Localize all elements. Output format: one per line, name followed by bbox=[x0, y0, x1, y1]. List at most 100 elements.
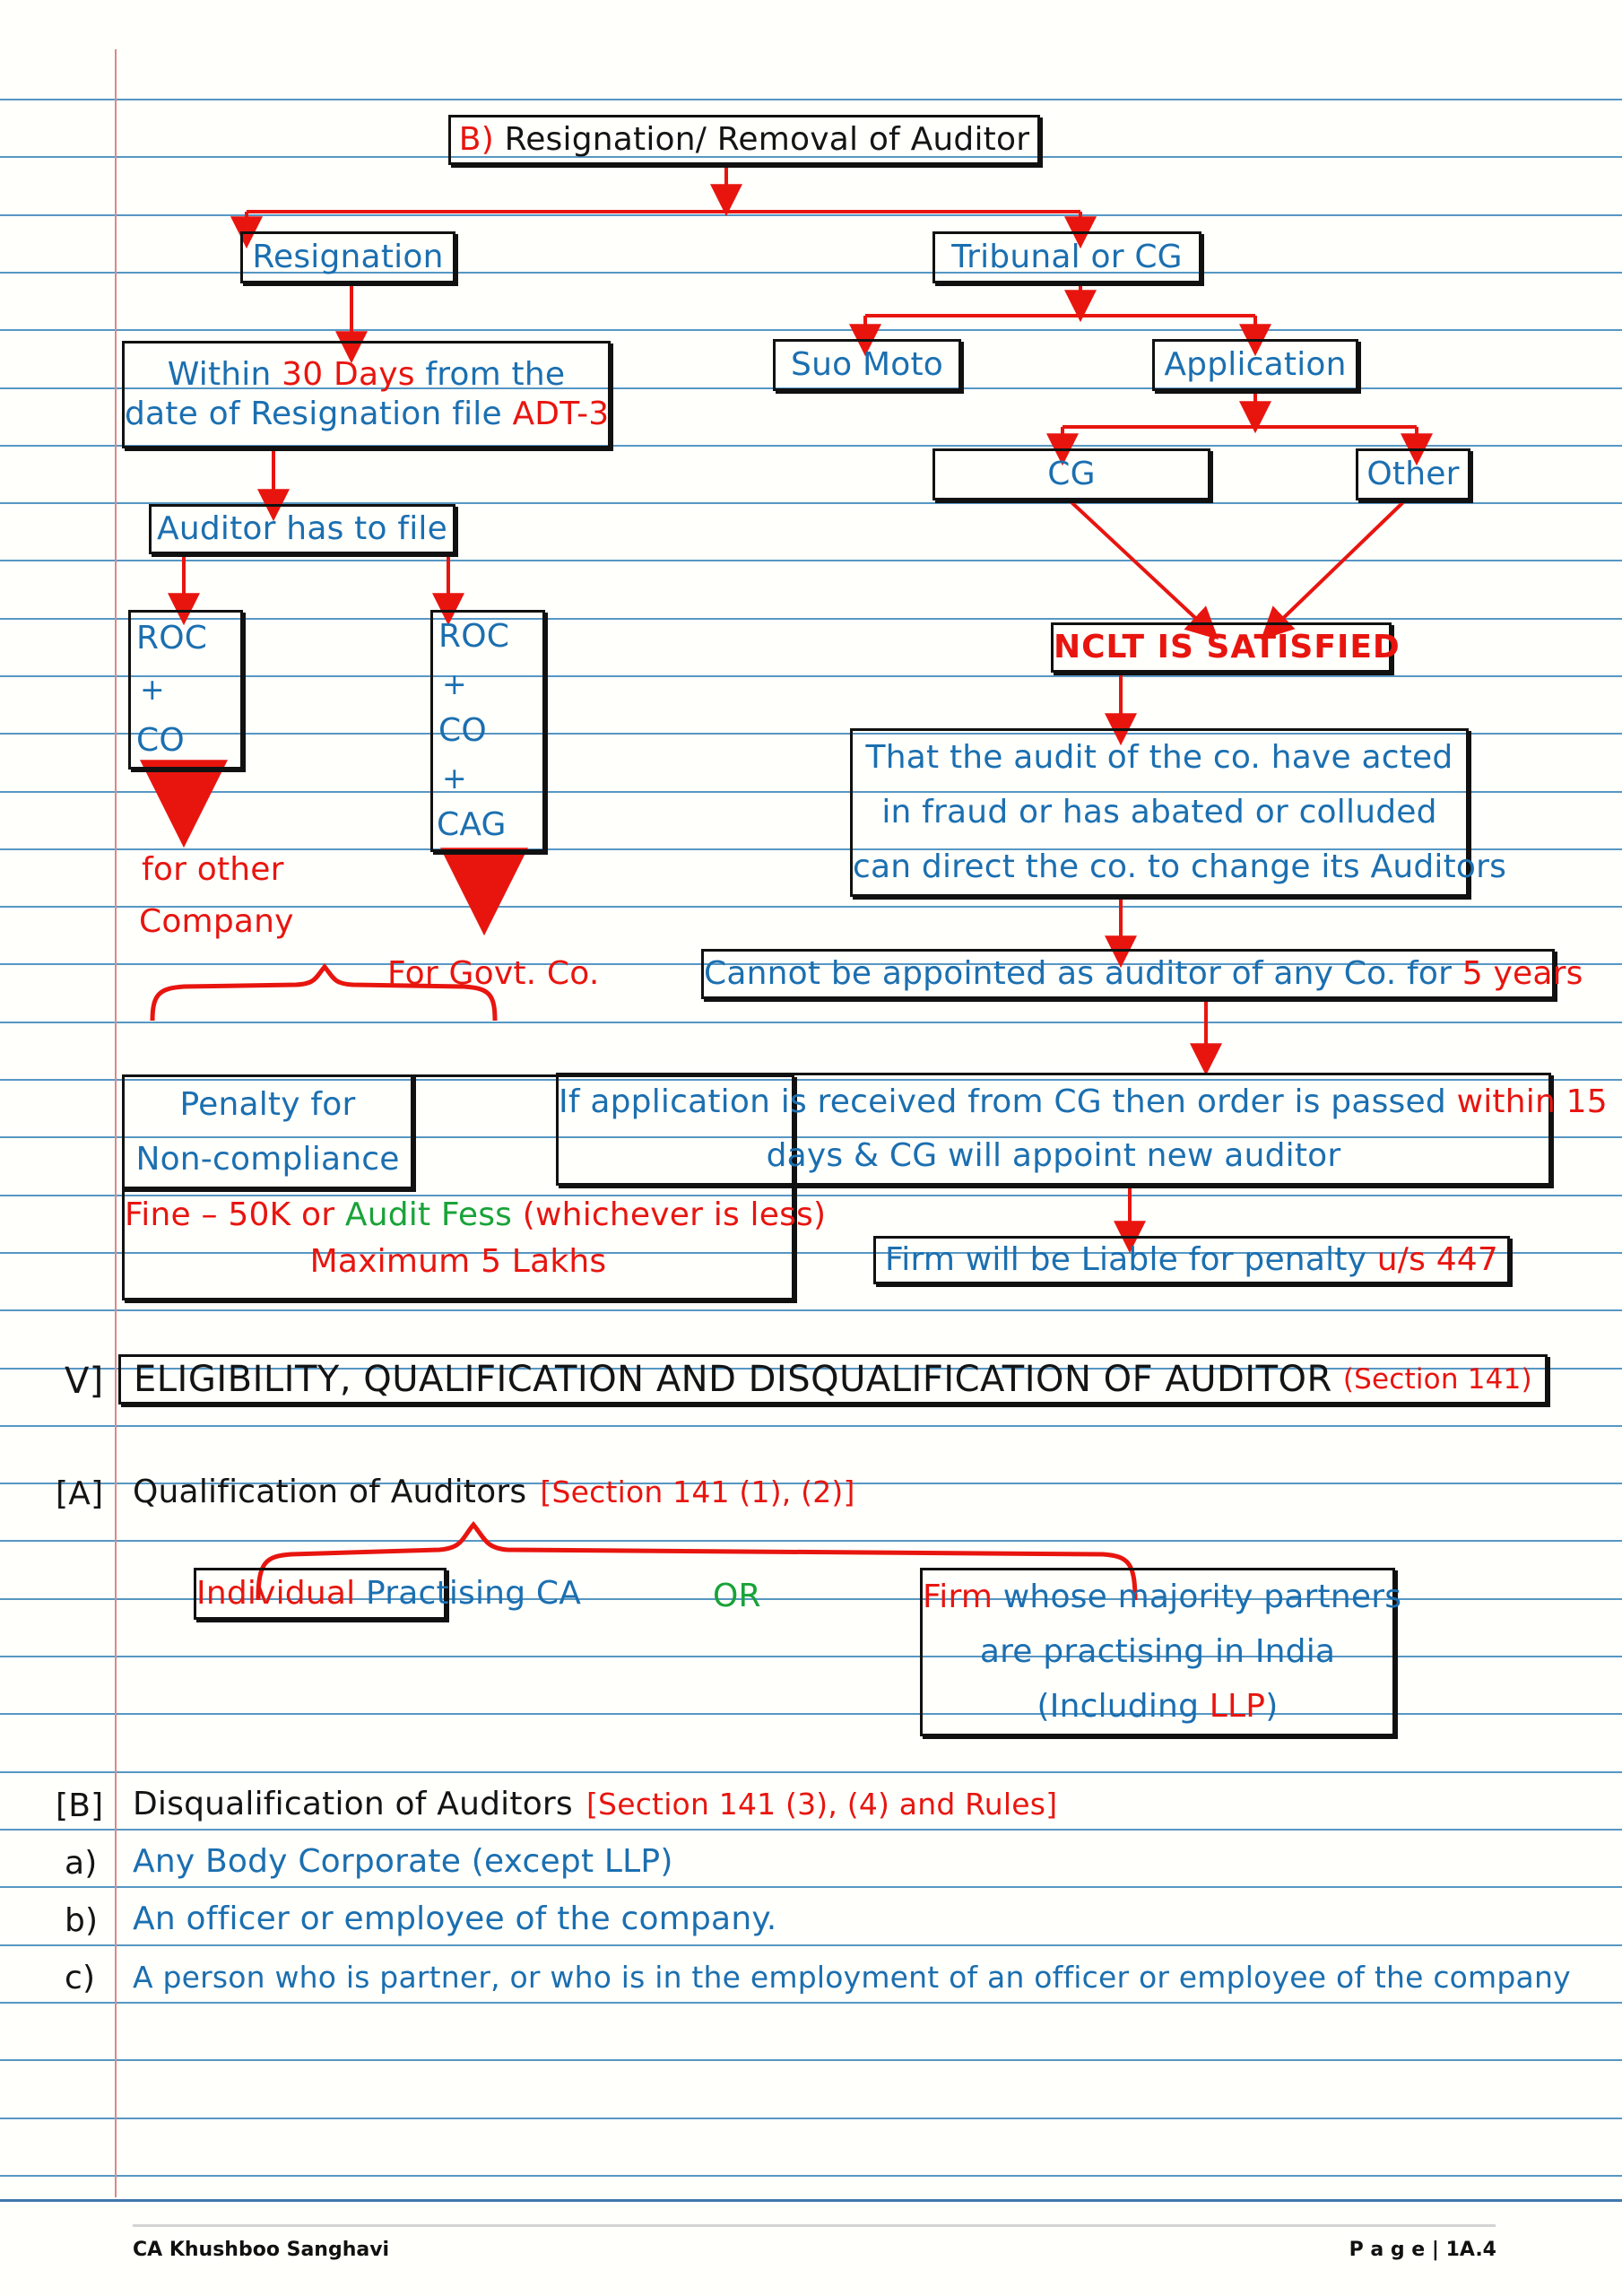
flow-node-tribunal-or-cg: Tribunal or CG bbox=[932, 231, 1201, 283]
section-b-reference: [Section 141 (3), (4) and Rules] bbox=[585, 1787, 1058, 1822]
rule-line bbox=[0, 2175, 1622, 2177]
flow-node-firm-liable: Firm will be Liable for penalty u/s 447 bbox=[873, 1236, 1510, 1284]
qualification-conjunction-or: OR bbox=[713, 1578, 761, 1614]
rule-line bbox=[0, 1425, 1622, 1427]
for-other-company-line2: Company bbox=[139, 903, 294, 940]
flow-node-within-30-days: Within 30 Days from the date of Resignat… bbox=[122, 341, 611, 448]
firm-liable-a: Firm will be Liable for penalty bbox=[884, 1241, 1377, 1278]
within30-l1a: Within bbox=[167, 356, 282, 393]
firm-line-2: are practising in India bbox=[979, 1632, 1336, 1670]
fine-part-b: Audit Fess bbox=[344, 1196, 513, 1233]
section-a-heading: Qualification of Auditors bbox=[133, 1474, 527, 1510]
section-b-item-marker: a) bbox=[65, 1845, 98, 1882]
auditor-file-label: Auditor has to file bbox=[157, 510, 447, 547]
section-b-heading: Disqualification of Auditors bbox=[133, 1786, 573, 1822]
resignation-label: Resignation bbox=[252, 239, 444, 275]
roc-right-5: CAG bbox=[437, 806, 507, 843]
section-v-reference: (Section 141) bbox=[1342, 1362, 1532, 1396]
cannot-appointed-b: 5 years bbox=[1462, 955, 1583, 992]
flow-node-other: Other bbox=[1356, 448, 1470, 500]
rule-line bbox=[0, 1022, 1622, 1023]
rule-line bbox=[0, 99, 1622, 100]
rule-line bbox=[0, 2118, 1622, 2119]
penalty-line-1: Penalty for bbox=[179, 1085, 356, 1123]
other-label: Other bbox=[1366, 456, 1460, 492]
flow-node-roc-co-left: ROC + CO bbox=[128, 610, 243, 770]
fine-part-c: (whichever is less) bbox=[512, 1196, 827, 1233]
footer-divider bbox=[133, 2224, 1496, 2227]
flow-node-nclt-satisfied: NCLT IS SATISFIED bbox=[1051, 622, 1401, 673]
section-v-numeral: V] bbox=[65, 1361, 104, 1402]
fraud-line-1: That the audit of the co. have acted bbox=[865, 739, 1453, 777]
firm-line-3c: ) bbox=[1265, 1687, 1279, 1725]
roc-right-4: + bbox=[442, 761, 467, 796]
rule-line bbox=[0, 1309, 1622, 1311]
qualification-option-individual: Individual Practising CA bbox=[194, 1568, 581, 1620]
section-b-item-marker: c) bbox=[65, 1960, 96, 1996]
within30-l2b: ADT-3 bbox=[512, 396, 610, 432]
footer-top-rule bbox=[0, 2199, 1622, 2202]
roc-left-2: + bbox=[140, 672, 165, 708]
individual-blue: Practising CA bbox=[355, 1575, 582, 1612]
firm-line-3b: LLP bbox=[1209, 1687, 1266, 1725]
roc-left-1: ROC bbox=[136, 620, 208, 657]
flow-node-title: B) Resignation/ Removal of Auditor bbox=[448, 115, 1040, 165]
within30-l1b: 30 Days bbox=[282, 356, 415, 393]
roc-right-1: ROC bbox=[438, 618, 510, 655]
flow-node-if-application-received: If application is received from CG then … bbox=[556, 1073, 1608, 1186]
title-prefix: B) bbox=[458, 121, 494, 158]
margin-line bbox=[115, 49, 117, 2197]
firm-red: Firm bbox=[923, 1578, 993, 1616]
rule-line bbox=[0, 329, 1622, 331]
rule-line bbox=[0, 1944, 1622, 1946]
footer-author: CA Khushboo Sanghavi bbox=[133, 2239, 390, 2261]
rule-line bbox=[0, 2002, 1622, 2004]
section-b-item-text: Any Body Corporate (except LLP) bbox=[133, 1843, 673, 1880]
rule-line bbox=[0, 560, 1622, 561]
if-app-l1a: If application is received from CG then … bbox=[559, 1083, 1457, 1120]
max-5-lakhs: Maximum 5 Lakhs bbox=[309, 1243, 607, 1280]
roc-right-2: + bbox=[442, 666, 467, 701]
rule-line bbox=[0, 1771, 1622, 1773]
firm-blue: whose majority partners bbox=[993, 1578, 1402, 1616]
rule-line bbox=[0, 1829, 1622, 1831]
section-b-item-marker: b) bbox=[65, 1902, 99, 1939]
roc-right-3: CO bbox=[438, 712, 487, 749]
section-a-heading-row: Qualification of Auditors [Section 141 (… bbox=[133, 1476, 855, 1509]
firm-line-3a: (Including bbox=[1037, 1687, 1210, 1725]
section-a-reference: [Section 141 (1), (2)] bbox=[540, 1474, 855, 1509]
within30-l1c: from the bbox=[414, 356, 566, 393]
qualification-option-firm: Firm whose majority partners are practis… bbox=[920, 1568, 1401, 1736]
flow-node-cg: CG bbox=[932, 448, 1210, 500]
flow-node-auditor-has-to-file: Auditor has to file bbox=[149, 504, 455, 554]
if-app-l2: days & CG will appoint new auditor bbox=[766, 1137, 1341, 1174]
rule-line bbox=[0, 214, 1622, 216]
suo-moto-label: Suo Moto bbox=[791, 346, 943, 383]
within30-l2a: date of Resignation file bbox=[125, 396, 513, 432]
title-text: Resignation/ Removal of Auditor bbox=[504, 121, 1030, 158]
rule-line bbox=[0, 618, 1622, 620]
flow-node-fraud-direction: That the audit of the co. have acted in … bbox=[850, 728, 1507, 897]
for-other-company-line1: for other bbox=[142, 851, 284, 888]
rule-line bbox=[0, 1886, 1622, 1888]
firm-liable-b: u/s 447 bbox=[1376, 1241, 1499, 1278]
footer-page-number: P a g e | 1A.4 bbox=[1349, 2239, 1496, 2261]
tribunal-or-cg-label: Tribunal or CG bbox=[951, 239, 1183, 275]
fraud-line-3: can direct the co. to change its Auditor… bbox=[853, 848, 1507, 885]
penalty-line-2: Non-compliance bbox=[135, 1140, 400, 1178]
section-b-label: [B] bbox=[56, 1787, 104, 1824]
fraud-line-2: in fraud or has abated or colluded bbox=[881, 793, 1437, 831]
section-v-heading-box: ELIGIBILITY, QUALIFICATION AND DISQUALIF… bbox=[118, 1354, 1548, 1405]
flow-node-cannot-be-appointed: Cannot be appointed as auditor of any Co… bbox=[701, 949, 1583, 999]
if-app-l1b: within 15 bbox=[1456, 1083, 1608, 1120]
rule-line bbox=[0, 1540, 1622, 1542]
section-a-label: [A] bbox=[56, 1475, 104, 1512]
roc-left-3: CO bbox=[136, 721, 185, 759]
cannot-appointed-a: Cannot be appointed as auditor of any Co… bbox=[704, 955, 1462, 992]
nclt-satisfied-label: NCLT IS SATISFIED bbox=[1054, 629, 1401, 665]
individual-red: Individual bbox=[196, 1575, 356, 1612]
section-b-heading-row: Disqualification of Auditors [Section 14… bbox=[133, 1788, 1057, 1821]
flow-node-resignation: Resignation bbox=[240, 231, 455, 283]
flow-node-penalty-amounts: Fine – 50K or Audit Fess (whichever is l… bbox=[122, 1074, 826, 1300]
